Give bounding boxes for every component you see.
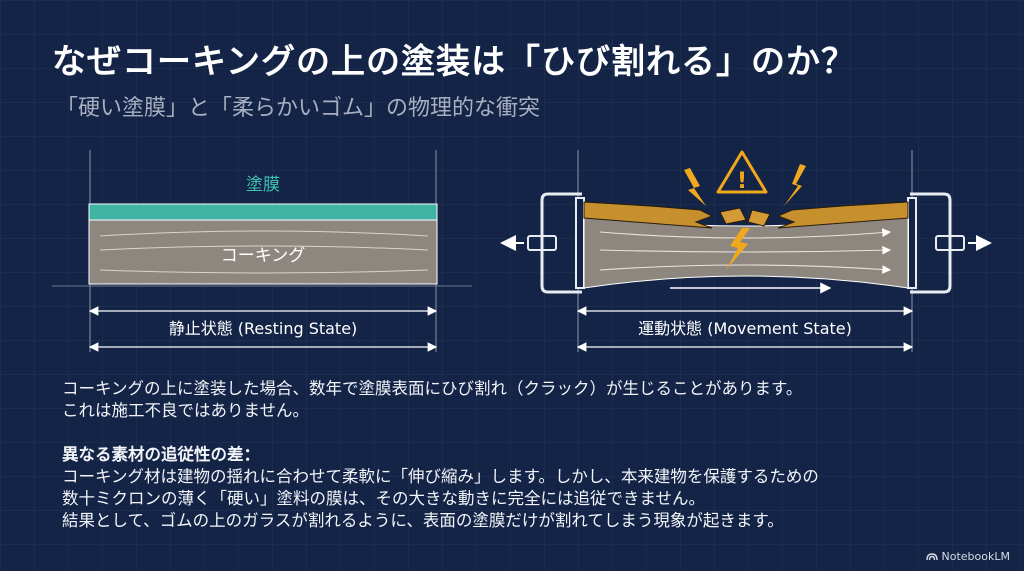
explanation-text: コーキングの上に塗装した場合、数年で塗膜表面にひび割れ（クラック）が生じることが… (62, 378, 962, 532)
page-subtitle: 「硬い塗膜」と「柔らかいゴム」の物理的な衝突 (56, 96, 541, 121)
brand-watermark: NotebookLM (925, 550, 1010, 563)
lightning-icon (684, 168, 706, 206)
paint-film-layer (88, 203, 438, 221)
flow-arrow (599, 264, 892, 274)
flow-arrow (599, 228, 892, 239)
cracked-film-left (583, 201, 714, 229)
flow-arrow (599, 245, 892, 255)
left-screw (527, 235, 557, 251)
left-clamp-jaw (575, 197, 585, 289)
right-clamp (910, 192, 952, 294)
lightning-icon (784, 164, 806, 206)
warning-icon (716, 150, 768, 194)
film-fragment (747, 209, 771, 227)
caulk-label: コーキング (221, 246, 306, 266)
body-line: コーキング材は建物の揺れに合わせて柔軟に「伸び縮み」します。しかし、本来建物を保… (62, 467, 819, 486)
body-line: コーキングの上に塗装した場合、数年で塗膜表面にひび割れ（クラック）が生じることが… (62, 379, 803, 398)
body-line: これは施工不良ではありません。 (62, 401, 310, 420)
film-label: 塗膜 (246, 174, 280, 195)
caulking-diagram: 塗膜 コーキング 静止状態 (Resting State) (52, 150, 992, 352)
right-screw (935, 235, 965, 251)
lightning-icon (726, 228, 750, 270)
flow-line (99, 230, 429, 237)
body-line: 数十ミクロンの薄く「硬い」塗料の膜は、その大きな動きに完全には追従できません。 (62, 489, 706, 508)
movement-state-panel: ! 運動状態 (Movement State) (500, 150, 992, 352)
cracked-film-right (776, 201, 909, 229)
warning-symbol: ! (737, 169, 747, 194)
resting-state-label: 静止状態 (Resting State) (169, 319, 358, 338)
left-clamp (540, 192, 582, 294)
right-clamp-jaw (907, 197, 917, 289)
body-line: 結果として、ゴムの上のガラスが割れるように、表面の塗膜だけが割れてしまう現象が起… (62, 511, 784, 530)
notebooklm-logo-icon (925, 552, 938, 560)
page-title: なぜコーキングの上の塗装は「ひび割れる」のか？ (52, 42, 856, 82)
film-fragment (719, 207, 747, 225)
flow-line (99, 269, 429, 274)
flow-line (99, 245, 429, 251)
section-heading: 異なる素材の追従性の差： (62, 445, 260, 464)
resting-state-panel: 塗膜 コーキング 静止状態 (Resting State) (52, 150, 472, 352)
movement-state-label: 運動状態 (Movement State) (638, 319, 852, 338)
brand-name: NotebookLM (941, 550, 1010, 563)
